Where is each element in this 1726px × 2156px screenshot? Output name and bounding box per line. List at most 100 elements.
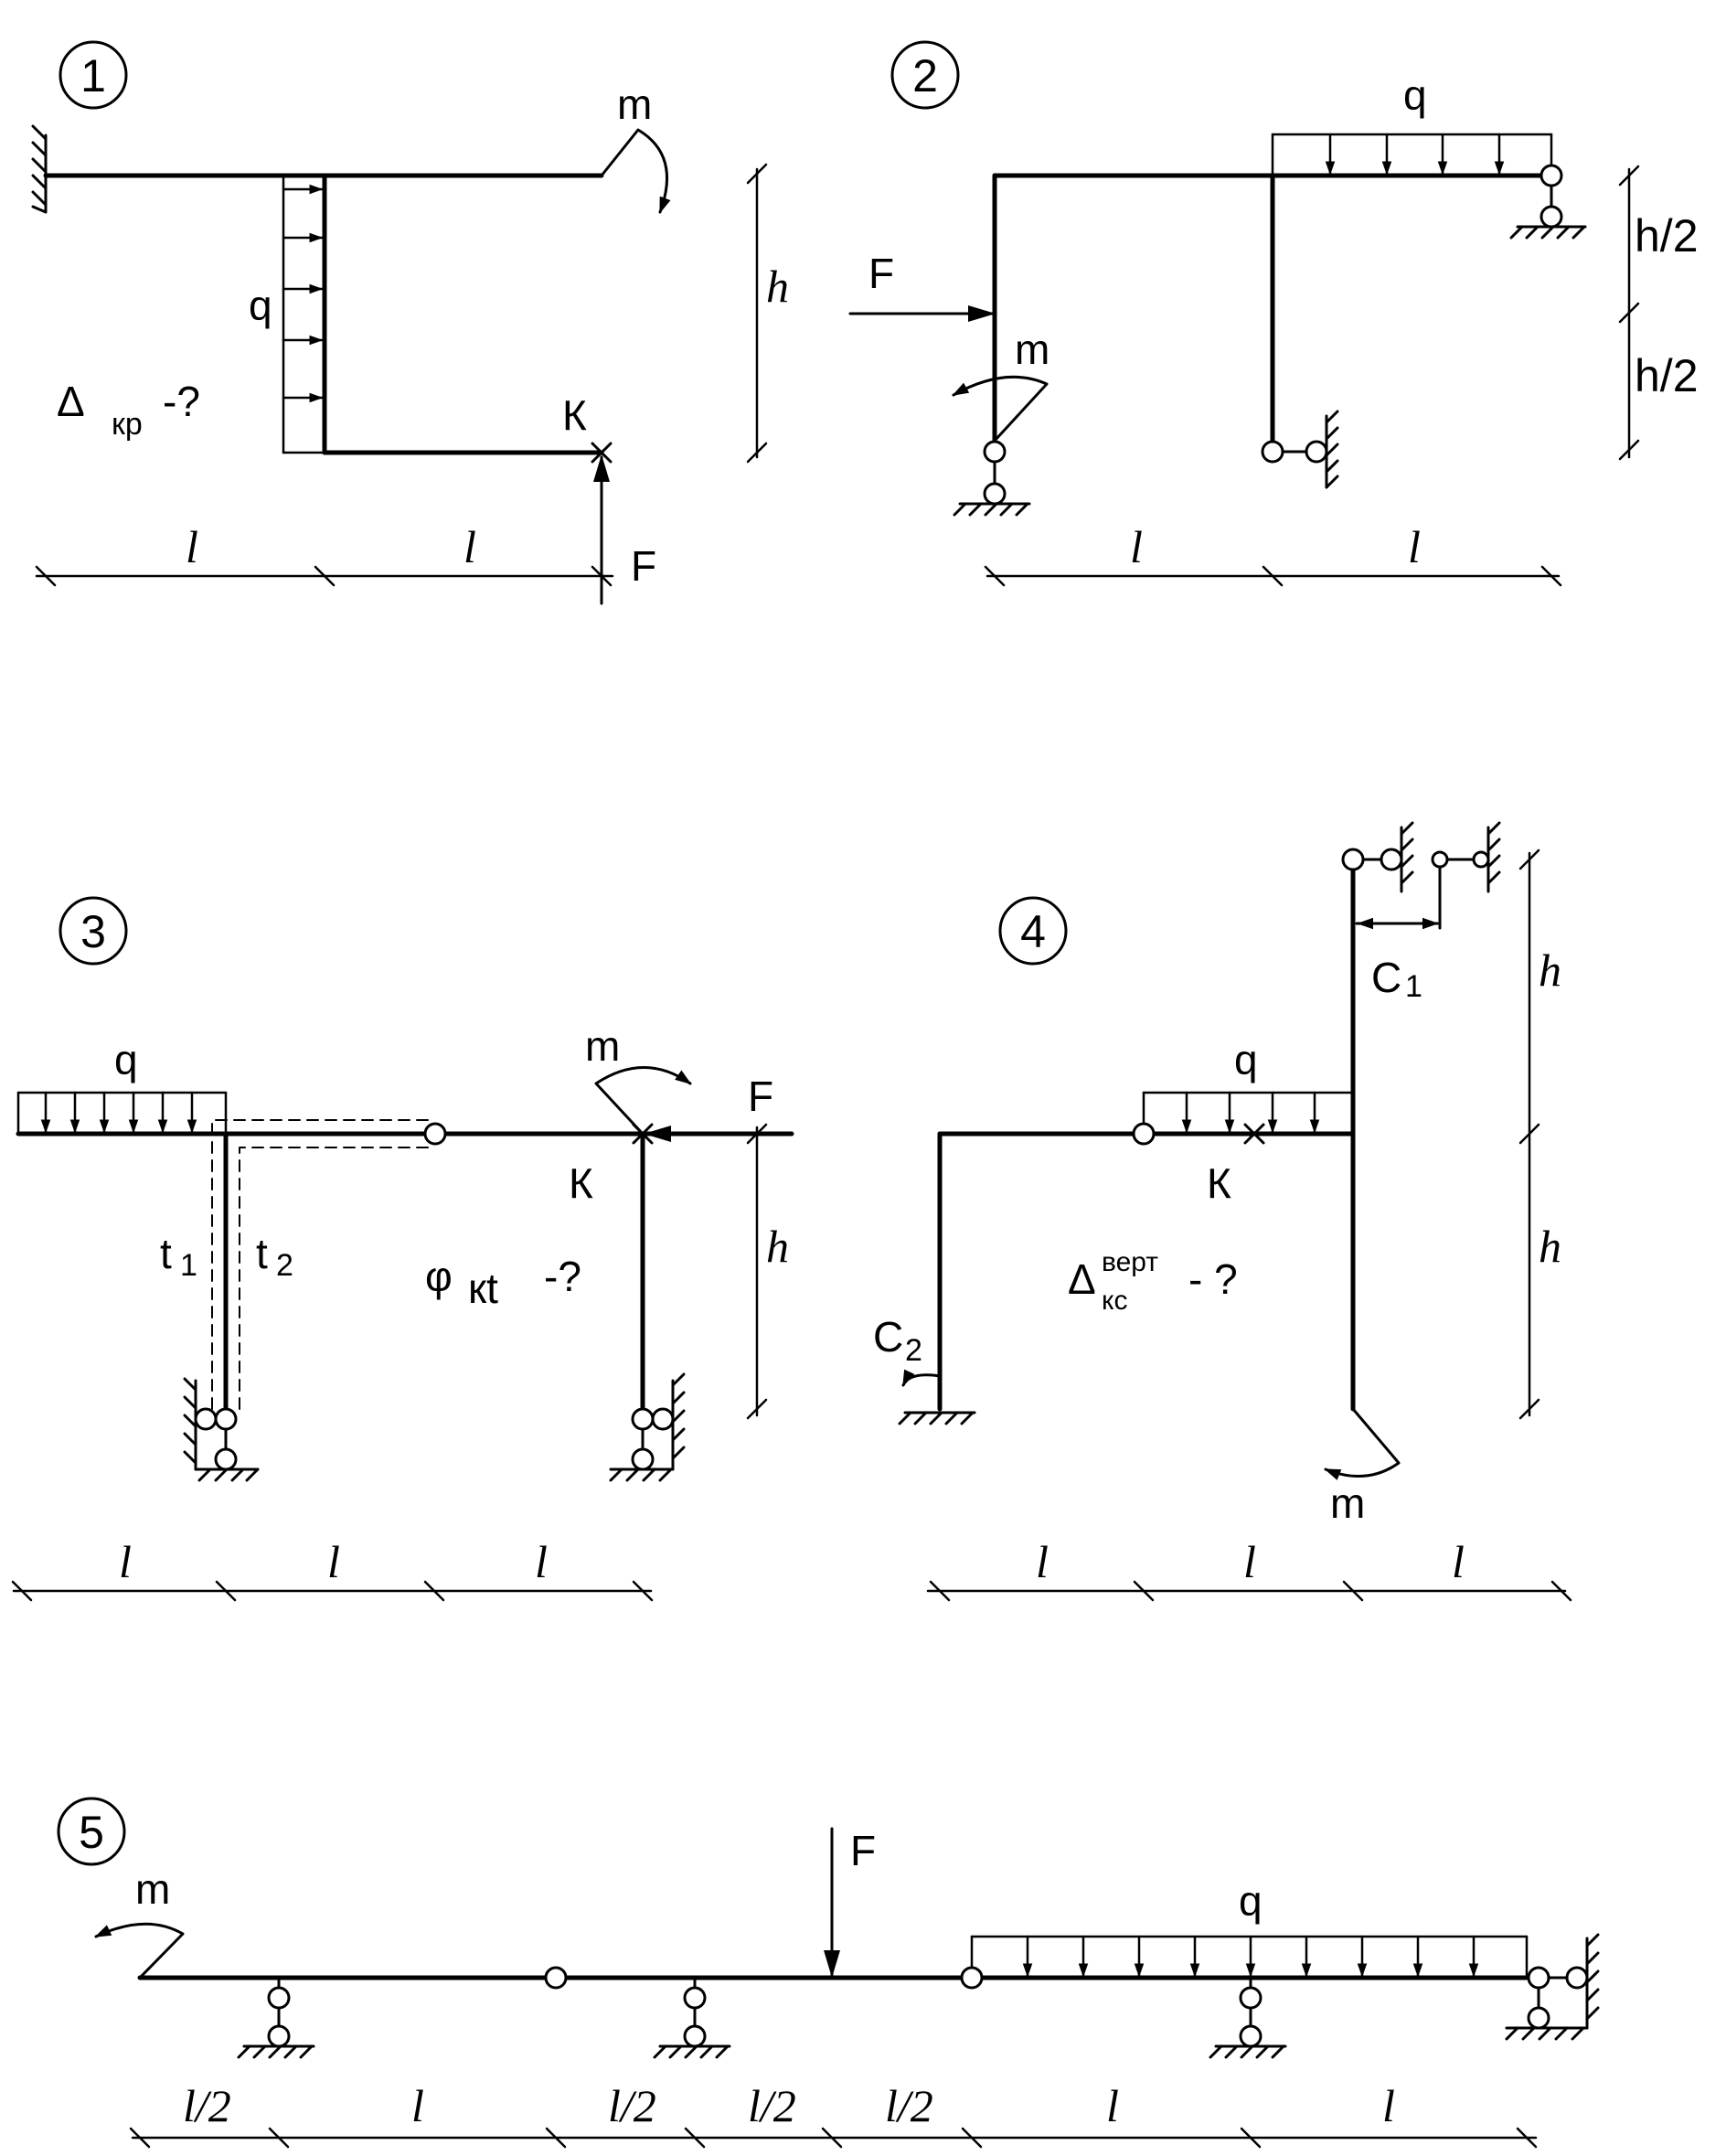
C1-main: C xyxy=(1371,954,1401,1001)
half-h-label-2: h/2 xyxy=(1635,350,1699,401)
scheme-4: 4 q К Δ верт кс - ? xyxy=(873,821,1572,1602)
K-label: К xyxy=(569,1159,593,1207)
m-label: m xyxy=(135,1865,170,1913)
moment-m xyxy=(1324,1407,1401,1480)
dimension-h xyxy=(746,1123,768,1420)
dimension-spans xyxy=(129,2127,1538,2149)
scheme-3: 3 q К xyxy=(11,896,794,1602)
span-l-1: l xyxy=(1130,521,1143,572)
h-label-2: h xyxy=(1539,1221,1561,1272)
dimension-h xyxy=(746,163,768,464)
frame-members xyxy=(992,173,1554,443)
scheme-number-circle xyxy=(59,40,128,110)
q-label: q xyxy=(1234,1036,1258,1083)
C1-sub: 1 xyxy=(1405,969,1422,1004)
span-l-3: l xyxy=(535,1536,548,1587)
span-l-2: l xyxy=(1106,2080,1119,2131)
h-label: h xyxy=(766,261,789,312)
m-label: m xyxy=(617,80,652,128)
m-label: m xyxy=(1015,326,1049,373)
span-l-3: l xyxy=(1382,2080,1395,2131)
scheme-5: 5 m xyxy=(57,1797,1600,2149)
support-right-box xyxy=(1505,1933,1600,2041)
span-l-1: l xyxy=(119,1536,132,1587)
roller-support-1 xyxy=(237,1976,315,2059)
scheme-number-circle xyxy=(998,896,1068,966)
span-half-l-1: l/2 xyxy=(183,2080,231,2131)
F-label: F xyxy=(748,1073,773,1120)
F-label: F xyxy=(631,542,656,590)
span-l-3: l xyxy=(1452,1536,1465,1587)
temperature-outline xyxy=(211,1119,436,1410)
moment-m xyxy=(594,1066,692,1136)
q-label: q xyxy=(114,1036,138,1083)
horizontal-link-support xyxy=(1261,410,1339,489)
query-sub: кр xyxy=(112,407,143,442)
moment-m xyxy=(94,1922,185,1980)
moment-m xyxy=(952,375,1049,443)
h-label: h xyxy=(766,1221,789,1272)
scheme-number-circle xyxy=(57,1797,126,1866)
span-l-2: l xyxy=(327,1536,340,1587)
F-label: F xyxy=(868,250,894,297)
displaced-support xyxy=(1355,821,1501,930)
t1-main: t xyxy=(160,1230,172,1277)
hinges xyxy=(544,1966,984,1990)
distributed-load-q xyxy=(1271,133,1553,177)
scheme-number: 4 xyxy=(1020,906,1046,957)
span-l-1: l xyxy=(186,521,198,572)
query-sub: кс xyxy=(1102,1286,1127,1316)
q-label: q xyxy=(1239,1877,1263,1925)
C2-main: C xyxy=(873,1313,903,1361)
distributed-load-q xyxy=(970,1935,1529,1980)
span-l-1: l xyxy=(1036,1536,1049,1587)
query-sub: кt xyxy=(468,1265,498,1312)
scheme-number-circle xyxy=(59,896,128,966)
scheme-number: 1 xyxy=(80,50,106,101)
distributed-load-q xyxy=(282,174,326,454)
query-tail: -? xyxy=(163,378,200,425)
query-main: Δ xyxy=(1068,1255,1096,1303)
hinge xyxy=(1132,1122,1156,1146)
t1-sub: 1 xyxy=(180,1248,197,1283)
pin-support-left xyxy=(953,440,1031,517)
query-tail: - ? xyxy=(1188,1255,1238,1303)
query-tail: -? xyxy=(544,1253,581,1300)
hinge xyxy=(423,1122,447,1146)
frame-members xyxy=(16,1131,794,1412)
top-link-support xyxy=(1341,821,1414,893)
span-half-l-2: l/2 xyxy=(608,2080,656,2131)
t2-main: t xyxy=(256,1230,268,1277)
roller-support-3 xyxy=(1209,1976,1287,2059)
dimension-h-halves xyxy=(1618,165,1640,461)
m-label: m xyxy=(585,1022,620,1070)
span-half-l-3: l/2 xyxy=(748,2080,796,2131)
m-label: m xyxy=(1330,1479,1365,1527)
q-label: q xyxy=(249,282,272,329)
scheme-number: 5 xyxy=(79,1807,104,1858)
point-K-marker xyxy=(1243,1123,1265,1145)
fixed-support-left xyxy=(31,124,48,214)
distributed-load-q xyxy=(16,1091,228,1136)
half-h-label-1: h/2 xyxy=(1635,210,1699,261)
span-l-2: l xyxy=(463,521,476,572)
dimension-h-right xyxy=(1518,849,1540,1420)
K-label: К xyxy=(562,391,587,439)
frame-members xyxy=(937,857,1356,1412)
scheme-1: 1 q m К xyxy=(31,40,789,605)
distributed-load-q xyxy=(1142,1091,1355,1134)
support-right-box xyxy=(609,1372,686,1482)
F-label: F xyxy=(850,1827,876,1874)
scheme-2: 2 q F m xyxy=(848,40,1699,587)
dimension-spans xyxy=(11,1580,654,1602)
C2-sub: 2 xyxy=(905,1333,922,1368)
span-half-l-4: l/2 xyxy=(885,2080,933,2131)
roller-support-right xyxy=(1509,164,1587,240)
dimension-spans xyxy=(35,565,614,587)
query-main: Δ xyxy=(57,378,85,425)
span-l-2: l xyxy=(1243,1536,1256,1587)
t2-sub: 2 xyxy=(276,1248,293,1283)
query-sup: верт xyxy=(1102,1247,1158,1277)
span-l-2: l xyxy=(1408,521,1421,572)
